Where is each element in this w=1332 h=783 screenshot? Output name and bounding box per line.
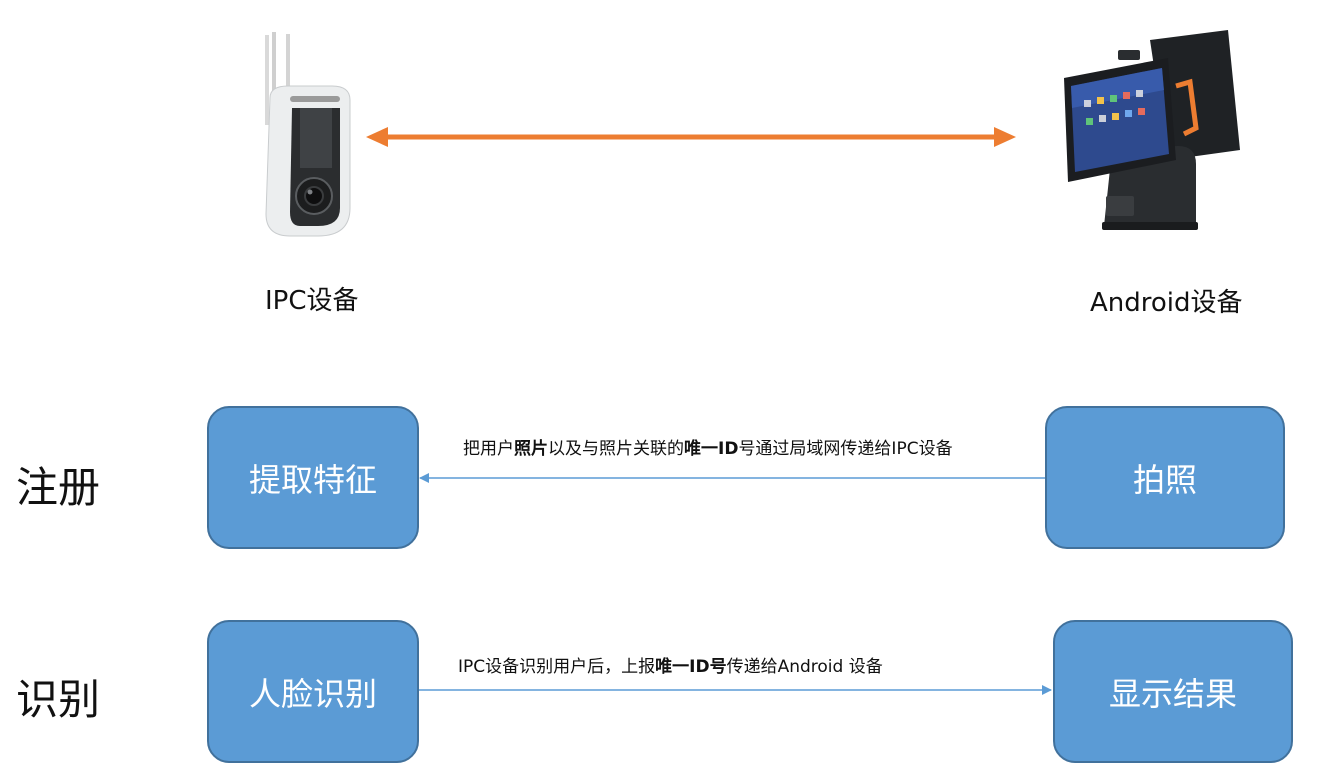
android-terminal-icon bbox=[1064, 30, 1240, 230]
register-message-bold: 照片 bbox=[514, 439, 548, 459]
extract-features-box: 提取特征 bbox=[207, 406, 419, 549]
ipc-camera-icon bbox=[265, 32, 351, 237]
recognize-row-label: 识别 bbox=[16, 675, 101, 724]
register-message-bold: 唯一ID bbox=[684, 439, 739, 459]
recognize-message-part: 传递给Android 设备 bbox=[726, 657, 883, 677]
register-message-part: 把用户 bbox=[463, 439, 514, 459]
recognize-message-part: IPC设备识别用户后，上报 bbox=[458, 657, 656, 677]
register-message-part: 以及与照片关联的 bbox=[548, 439, 684, 459]
android-device-label: Android设备 bbox=[1090, 288, 1243, 318]
recognize-message: IPC设备识别用户后，上报唯一ID号传递给Android 设备 bbox=[458, 652, 883, 677]
recognize-message-bold: 唯一ID号 bbox=[655, 657, 727, 677]
register-message: 把用户照片以及与照片关联的唯一ID号通过局域网传递给IPC设备 bbox=[463, 434, 953, 459]
ipc-device-label: IPC设备 bbox=[265, 286, 359, 316]
show-result-box: 显示结果 bbox=[1053, 620, 1293, 763]
register-row-label: 注册 bbox=[16, 463, 101, 512]
take-photo-box: 拍照 bbox=[1045, 406, 1285, 549]
face-recognition-box: 人脸识别 bbox=[207, 620, 419, 763]
device-link-arrow bbox=[366, 127, 1016, 147]
register-message-part: 号通过局域网传递给IPC设备 bbox=[738, 439, 953, 459]
